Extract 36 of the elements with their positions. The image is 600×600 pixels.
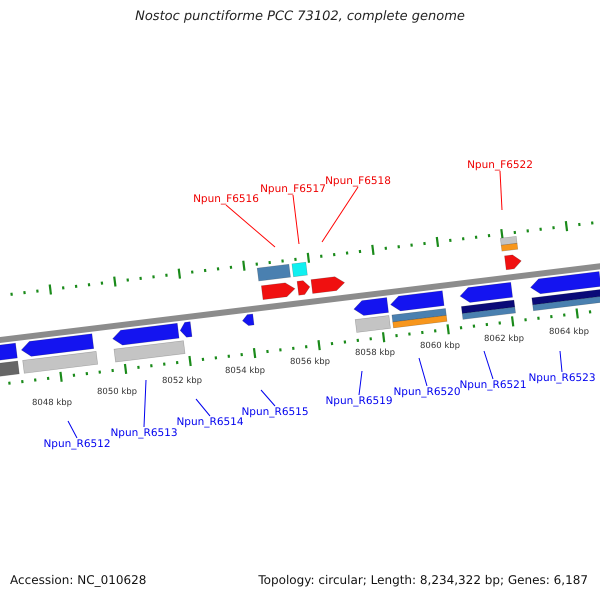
gene-label: Npun_R6523 — [528, 372, 596, 384]
gene-label: Npun_F6522 — [467, 158, 533, 172]
gene-label: Npun_R6515 — [241, 406, 309, 418]
gene-label: Npun_F6516 — [193, 192, 259, 206]
scale-label: 8056 kbp — [290, 358, 330, 368]
leader-line — [484, 350, 494, 380]
scale-label: 8054 kbp — [225, 367, 266, 377]
leader-line — [560, 350, 562, 372]
leader-line — [500, 170, 502, 210]
leader-line — [292, 194, 300, 244]
gene-label: Npun_R6519 — [325, 394, 393, 408]
scale-label: 8060 kbp — [420, 342, 460, 352]
scale-label: 8058 kbp — [355, 349, 396, 359]
genome-info: Topology: circular; Length: 8,234,322 bp; Genes: 6,187 — [258, 574, 588, 588]
leader-line — [418, 358, 428, 386]
leader-line — [196, 398, 210, 416]
gene-label: Npun_R6514 — [176, 416, 244, 428]
scale-label: 8052 kbp — [162, 377, 202, 387]
title: Nostoc punctiforme PCC 73102, complete genome — [134, 10, 466, 25]
gene-label: Npun_R6521 — [459, 378, 527, 392]
gene-label: Npun_R6512 — [43, 438, 111, 450]
leader-line — [358, 370, 362, 396]
gene-label: Npun_F6518 — [325, 174, 391, 188]
gene-label: Npun_R6513 — [110, 426, 178, 440]
leader-line — [260, 390, 276, 406]
scale-label: 8048 kbp — [32, 399, 72, 409]
scale-label: 8064 kbp — [549, 328, 590, 338]
leader-line — [322, 186, 358, 242]
leader-line — [144, 380, 146, 428]
scale-label: 8062 kbp — [484, 335, 524, 345]
leader-line — [226, 204, 276, 248]
leader-line — [68, 420, 78, 438]
scale-label: 8050 kbp — [97, 388, 138, 398]
accession-label: Accession: NC_010628 — [10, 574, 146, 588]
gene-label: Npun_R6520 — [393, 386, 461, 398]
gene-label: Npun_F6517 — [260, 182, 326, 196]
